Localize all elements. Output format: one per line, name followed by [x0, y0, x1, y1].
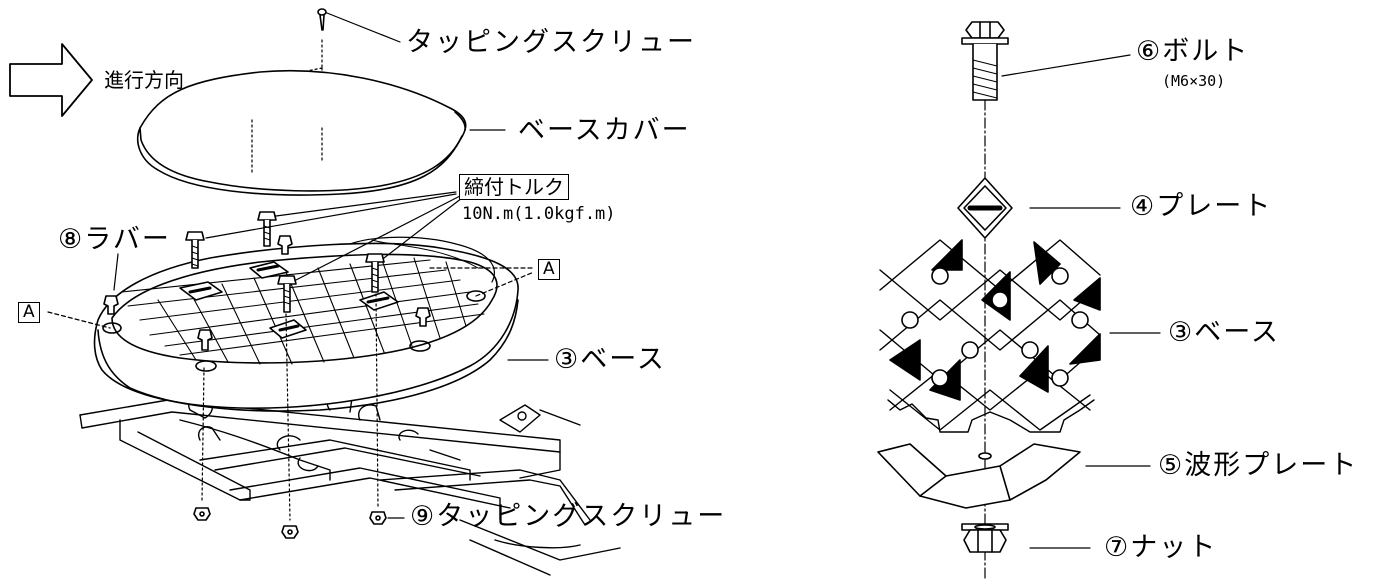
plates-on-base [179, 261, 399, 339]
nut-label: ⑦ナット [1104, 532, 1218, 563]
tapping-screw-bottom-label: ⑨タッピングスクリュー [410, 501, 727, 532]
rubber-icon [277, 235, 293, 255]
bolts-on-base [185, 191, 463, 313]
reference-a-left: A [18, 302, 40, 323]
wave-plate-label: ⑤波形プレート [1158, 450, 1359, 481]
base-3-part [879, 239, 1161, 433]
tapping-screw-top-label: タッピングスクリュー [406, 27, 696, 58]
rubber-label: ⑧ラバー [58, 224, 171, 255]
bolt-icon [257, 211, 277, 247]
torque-value-label: 10N.m(1.0kgf.m) [462, 204, 616, 224]
bolt-6-part [961, 21, 1131, 101]
torque-title-label: 締付トルク [459, 174, 569, 200]
rubber-icon [415, 307, 431, 327]
bolt-spec-label: (M6×30) [1162, 72, 1226, 90]
plate-4-part [957, 177, 1121, 239]
base-cover-label: ベースカバー [518, 115, 691, 146]
bottom-tapping-screws [193, 293, 405, 539]
screw-nut-icon [369, 511, 387, 525]
rubbers [103, 235, 431, 351]
screw-nut-icon [193, 507, 211, 521]
rubber-icon [103, 295, 119, 315]
base-label-right: ③ベース [1168, 317, 1280, 348]
bolt-icon [365, 253, 385, 293]
nut-7-part [961, 523, 1091, 553]
wave-plate-5-part [877, 443, 1151, 509]
rubber-icon [197, 329, 213, 351]
bolt-icon [185, 231, 205, 269]
reference-a-leaders [47, 267, 535, 329]
direction-label: 進行方向 [104, 68, 184, 92]
plate-label: ④プレート [1130, 191, 1273, 222]
reference-a-right: A [538, 259, 560, 280]
base-part [93, 236, 549, 412]
base-cover-part [136, 69, 506, 196]
bolt-label: ⑥ボルト [1136, 36, 1250, 67]
bolt-icon [277, 275, 297, 313]
carrier-rack-part [79, 393, 621, 576]
direction-arrow-icon [9, 43, 93, 117]
screw-nut-icon [281, 525, 299, 539]
base-label-left: ③ベース [554, 344, 666, 375]
